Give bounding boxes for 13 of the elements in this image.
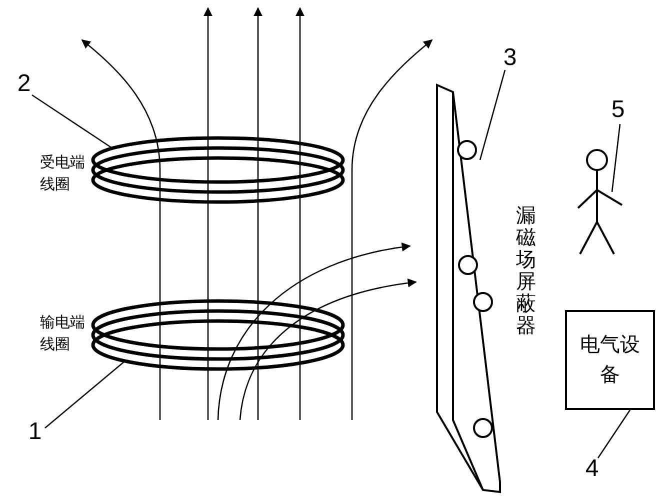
callout-number: 4 [582,455,602,483]
device-box: 电气设备 [565,310,655,410]
leader-line [597,410,631,458]
leader-line [479,70,506,160]
leader-line [44,360,126,428]
callout-number: 3 [500,44,520,72]
coil-drawing [90,136,346,204]
callout-number: 1 [25,418,45,446]
callout-number: 5 [608,96,628,124]
callout-number: 2 [14,70,34,98]
coil-label: 漏磁场屏蔽器 [516,205,536,337]
leader-line [32,94,112,149]
leader-line [611,124,621,192]
